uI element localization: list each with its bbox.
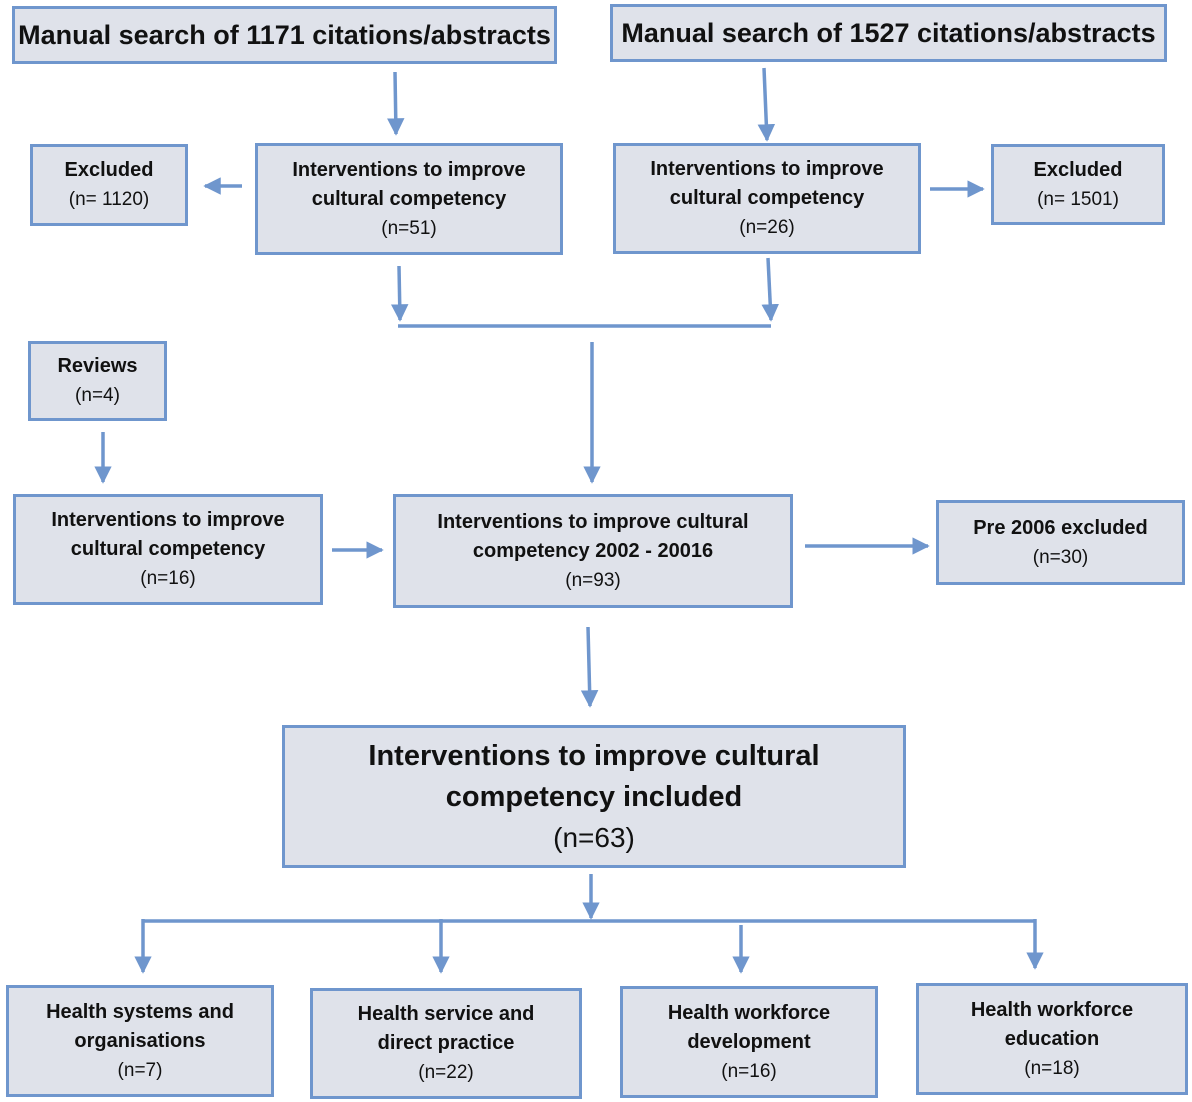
arrow-left-merge <box>390 265 409 322</box>
interventions-reviews-line1: Interventions to improve <box>51 509 285 531</box>
category-box-health-systems: Health systems and organisations (n=7) <box>6 985 274 1097</box>
search-left-title: Manual search of 1171 citations/abstract… <box>18 20 551 50</box>
arrow-combined-to-included <box>580 626 599 708</box>
category-box-workforce-development: Health workforce development (n=16) <box>620 986 878 1098</box>
included-line2: competency included <box>445 780 743 813</box>
arrow-search-right-down <box>757 67 776 142</box>
excluded-box-right: Excluded (n= 1501) <box>991 144 1165 225</box>
interventions-reviews-line2: cultural competency <box>70 538 266 560</box>
interventions-combined-line2: competency 2002 - 20016 <box>472 539 714 562</box>
interventions-left-line1: Interventions to improve <box>292 158 526 181</box>
included-box: Interventions to improve cultural compet… <box>282 725 906 868</box>
interventions-left-line2: cultural competency <box>311 187 507 210</box>
search-box-right: Manual search of 1527 citations/abstract… <box>610 4 1167 62</box>
category-box-workforce-education: Health workforce education (n=18) <box>916 983 1188 1095</box>
interventions-left-count: (n=51) <box>381 217 437 239</box>
category-4-line1: Health workforce <box>970 998 1134 1021</box>
arrow-search-left-down <box>386 71 405 136</box>
interventions-right-line1: Interventions to improve <box>650 158 884 180</box>
arrow-right-merge <box>761 257 779 322</box>
reviews-count: (n=4) <box>75 385 120 406</box>
interventions-combined-line1: Interventions to improve cultural <box>437 510 749 533</box>
pre2006-box: Pre 2006 excluded (n=30) <box>936 500 1185 585</box>
interventions-box-reviews: Interventions to improve cultural compet… <box>13 494 323 605</box>
interventions-combined-count: (n=93) <box>565 569 621 591</box>
search-box-left: Manual search of 1171 citations/abstract… <box>12 6 557 64</box>
category-4-count: (n=18) <box>1024 1057 1080 1079</box>
interventions-box-right: Interventions to improve cultural compet… <box>613 143 921 254</box>
category-4-line2: education <box>1004 1027 1100 1050</box>
reviews-title: Reviews <box>57 355 138 377</box>
reviews-box: Reviews (n=4) <box>28 341 167 421</box>
category-box-health-service: Health service and direct practice (n=22… <box>310 988 582 1099</box>
category-3-line1: Health workforce <box>667 1001 831 1024</box>
pre2006-title: Pre 2006 excluded <box>973 516 1148 539</box>
included-count: (n=63) <box>553 821 635 853</box>
search-right-title: Manual search of 1527 citations/abstract… <box>621 18 1156 48</box>
interventions-box-left: Interventions to improve cultural compet… <box>255 143 563 255</box>
interventions-box-combined: Interventions to improve cultural compet… <box>393 494 793 608</box>
category-2-line1: Health service and <box>357 1003 535 1025</box>
category-2-count: (n=22) <box>418 1062 474 1083</box>
excluded-box-left: Excluded (n= 1120) <box>30 144 188 226</box>
category-2-line2: direct practice <box>377 1032 515 1054</box>
interventions-right-line2: cultural competency <box>669 187 865 209</box>
excluded-left-title: Excluded <box>64 159 154 181</box>
pre2006-count: (n=30) <box>1032 546 1089 568</box>
category-3-line2: development <box>687 1030 811 1053</box>
category-1-count: (n=7) <box>117 1059 163 1081</box>
excluded-right-count: (n= 1501) <box>1037 188 1119 210</box>
interventions-right-count: (n=26) <box>739 217 795 238</box>
excluded-left-count: (n= 1120) <box>68 189 150 210</box>
excluded-right-title: Excluded <box>1033 158 1123 181</box>
category-1-line1: Health systems and <box>46 1000 234 1023</box>
category-3-count: (n=16) <box>721 1060 777 1082</box>
included-line1: Interventions to improve cultural <box>368 739 820 772</box>
interventions-reviews-count: (n=16) <box>140 568 196 589</box>
category-1-line2: organisations <box>74 1029 206 1052</box>
